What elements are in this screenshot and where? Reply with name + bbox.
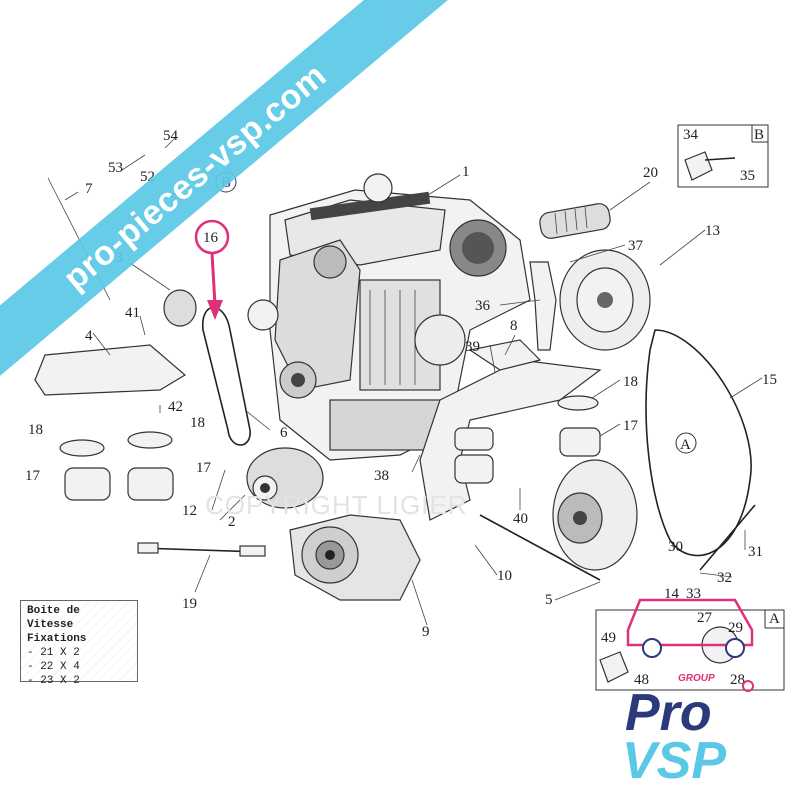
callout-17-mid: 17 — [196, 460, 212, 476]
marker-a-label: A — [680, 437, 691, 453]
marker-a — [675, 432, 697, 454]
variator-pulley — [559, 249, 651, 351]
callout-41: 41 — [125, 305, 140, 321]
legend-row: - 21 X 2 — [27, 647, 80, 659]
gearbox — [289, 514, 421, 601]
callout-19: 19 — [182, 596, 197, 612]
callout-39: 39 — [465, 339, 480, 355]
legend-row: - 22 X 4 — [27, 661, 80, 673]
callout-30: 30 — [668, 539, 683, 555]
heat-shield — [34, 344, 187, 396]
callout-29: 29 — [728, 620, 743, 636]
callout-13: 13 — [705, 223, 720, 239]
callout-36: 36 — [475, 298, 491, 314]
alternator-belt — [202, 306, 251, 446]
tension-bar — [699, 504, 756, 571]
logo-vsp-text: VSP — [622, 732, 726, 790]
callout-18-mid: 18 — [190, 415, 205, 431]
callout-15: 15 — [762, 372, 777, 388]
callout-18-right: 18 — [623, 374, 638, 390]
engine-block — [247, 173, 531, 461]
callout-10: 10 — [497, 568, 512, 584]
callout-6: 6 — [280, 425, 288, 441]
legend-row: - 23 X 2 — [27, 675, 80, 687]
callout-28: 28 — [730, 672, 745, 688]
callout-53: 53 — [108, 160, 123, 176]
legend-subtitle: Fixations — [27, 633, 87, 645]
callout-40: 40 — [513, 511, 528, 527]
callout-16: 16 — [203, 230, 219, 246]
legend-title: Boite de Vitesse — [27, 605, 80, 631]
idler-pulley — [163, 289, 197, 327]
callout-2: 2 — [228, 514, 236, 530]
air-hose — [539, 203, 611, 239]
leader-lines — [64, 137, 763, 626]
callout-7: 7 — [85, 181, 93, 197]
copyright-watermark: COPYRIGHT LIGIER — [205, 490, 468, 520]
logo-pro-text: Pro — [625, 684, 712, 742]
provsp-logo: GROUP Pro VSP — [622, 598, 754, 790]
support-arm — [529, 261, 557, 351]
callout-12: 12 — [182, 503, 197, 519]
callout-14: 14 — [664, 586, 680, 602]
callout-48: 48 — [634, 672, 649, 688]
callout-5: 5 — [545, 592, 553, 608]
callout-numbers: 1 2 3 4 5 5 6 7 8 9 10 12 13 14 15 16 17… — [25, 127, 780, 688]
box-b-label: B — [754, 127, 764, 143]
callout-32: 32 — [717, 570, 732, 586]
gearbox-fixations-legend: Boite de Vitesse Fixations - 21 X 2 - 22… — [20, 600, 138, 687]
callout-42: 42 — [168, 399, 183, 415]
dipstick — [479, 514, 601, 581]
callout-34: 34 — [683, 127, 699, 143]
callout-1: 1 — [462, 164, 470, 180]
callout-9: 9 — [422, 624, 430, 640]
highlight-arrow — [194, 219, 230, 320]
alternator — [246, 447, 324, 509]
drive-belt — [645, 329, 752, 557]
silent-blocks — [59, 395, 601, 501]
detail-box-b — [677, 124, 769, 188]
callout-33: 33 — [686, 586, 701, 602]
callout-20: 20 — [643, 165, 658, 181]
callout-17-right: 17 — [623, 418, 639, 434]
callout-18-left: 18 — [28, 422, 43, 438]
callout-4: 4 — [85, 328, 93, 344]
callout-8: 8 — [510, 318, 518, 334]
callout-38: 38 — [374, 468, 389, 484]
callout-54: 54 — [163, 128, 179, 144]
gear-cable — [137, 542, 266, 557]
driven-pulley — [552, 459, 638, 571]
callout-31: 31 — [748, 544, 763, 560]
callout-35: 35 — [740, 168, 755, 184]
logo-group-text: GROUP — [678, 673, 715, 684]
callout-37: 37 — [628, 238, 644, 254]
callout-17-left: 17 — [25, 468, 41, 484]
box-a-label: A — [769, 611, 780, 627]
callout-49: 49 — [601, 630, 616, 646]
callout-27: 27 — [697, 610, 713, 626]
